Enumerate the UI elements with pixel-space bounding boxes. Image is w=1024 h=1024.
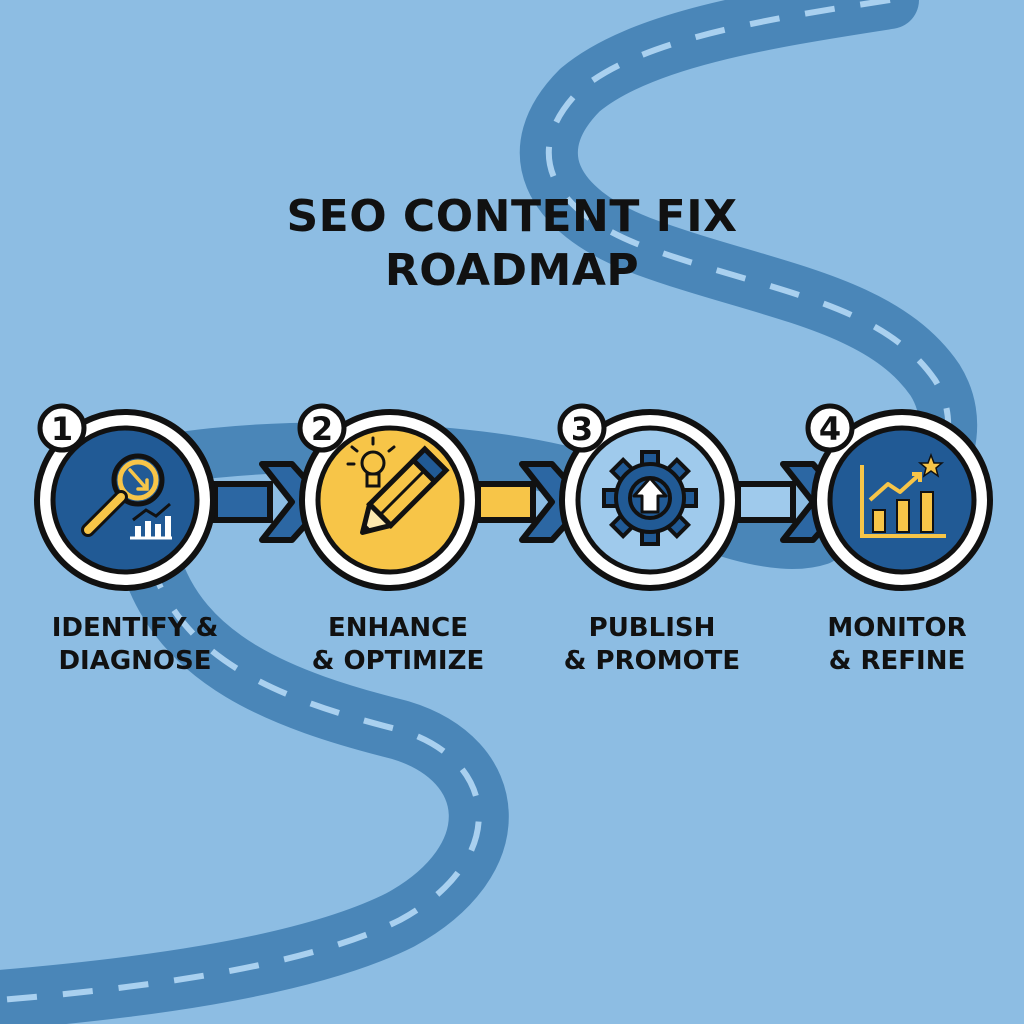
step-3-circle: 3 bbox=[557, 403, 741, 591]
step-1-number: 1 bbox=[51, 410, 73, 448]
step-2-circle: 2 bbox=[297, 403, 481, 591]
step-2-label: ENHANCE & OPTIMIZE bbox=[298, 612, 498, 678]
title-line-2: ROADMAP bbox=[384, 245, 640, 296]
arrow-1-to-2 bbox=[212, 461, 329, 543]
step-4-label-line-1: MONITOR bbox=[827, 613, 967, 643]
gear-upload-icon bbox=[602, 450, 698, 546]
step-3-label: PUBLISH & PROMOTE bbox=[552, 612, 752, 678]
step-4-label: MONITOR & REFINE bbox=[797, 612, 997, 678]
step-1-label: IDENTIFY & DIAGNOSE bbox=[35, 612, 235, 678]
step-4-circle: 4 bbox=[805, 403, 993, 591]
step-4-number: 4 bbox=[819, 410, 841, 448]
step-2-number: 2 bbox=[311, 410, 333, 448]
step-3-label-line-1: PUBLISH bbox=[588, 613, 716, 643]
step-3-label-line-2: & PROMOTE bbox=[563, 646, 741, 676]
step-3-number: 3 bbox=[571, 410, 593, 448]
road-lower-dashes bbox=[0, 559, 482, 1003]
step-2-label-line-1: ENHANCE bbox=[327, 613, 468, 643]
lightbulb-pencil-icon bbox=[346, 436, 450, 535]
growth-chart-star-icon bbox=[860, 452, 946, 538]
step-1-circle: 1 bbox=[34, 403, 216, 591]
step-1-label-line-1: IDENTIFY & bbox=[51, 613, 219, 643]
step-1-label-line-2: DIAGNOSE bbox=[58, 646, 212, 676]
step-2-label-line-2: & OPTIMIZE bbox=[311, 646, 485, 676]
title-line-1: SEO CONTENT FIX bbox=[286, 191, 738, 242]
magnifier-chart-icon bbox=[81, 453, 172, 540]
road-upper-dashes bbox=[545, 0, 952, 523]
page-title: SEO CONTENT FIX ROADMAP bbox=[0, 190, 1024, 298]
step-4-label-line-2: & REFINE bbox=[828, 646, 966, 676]
